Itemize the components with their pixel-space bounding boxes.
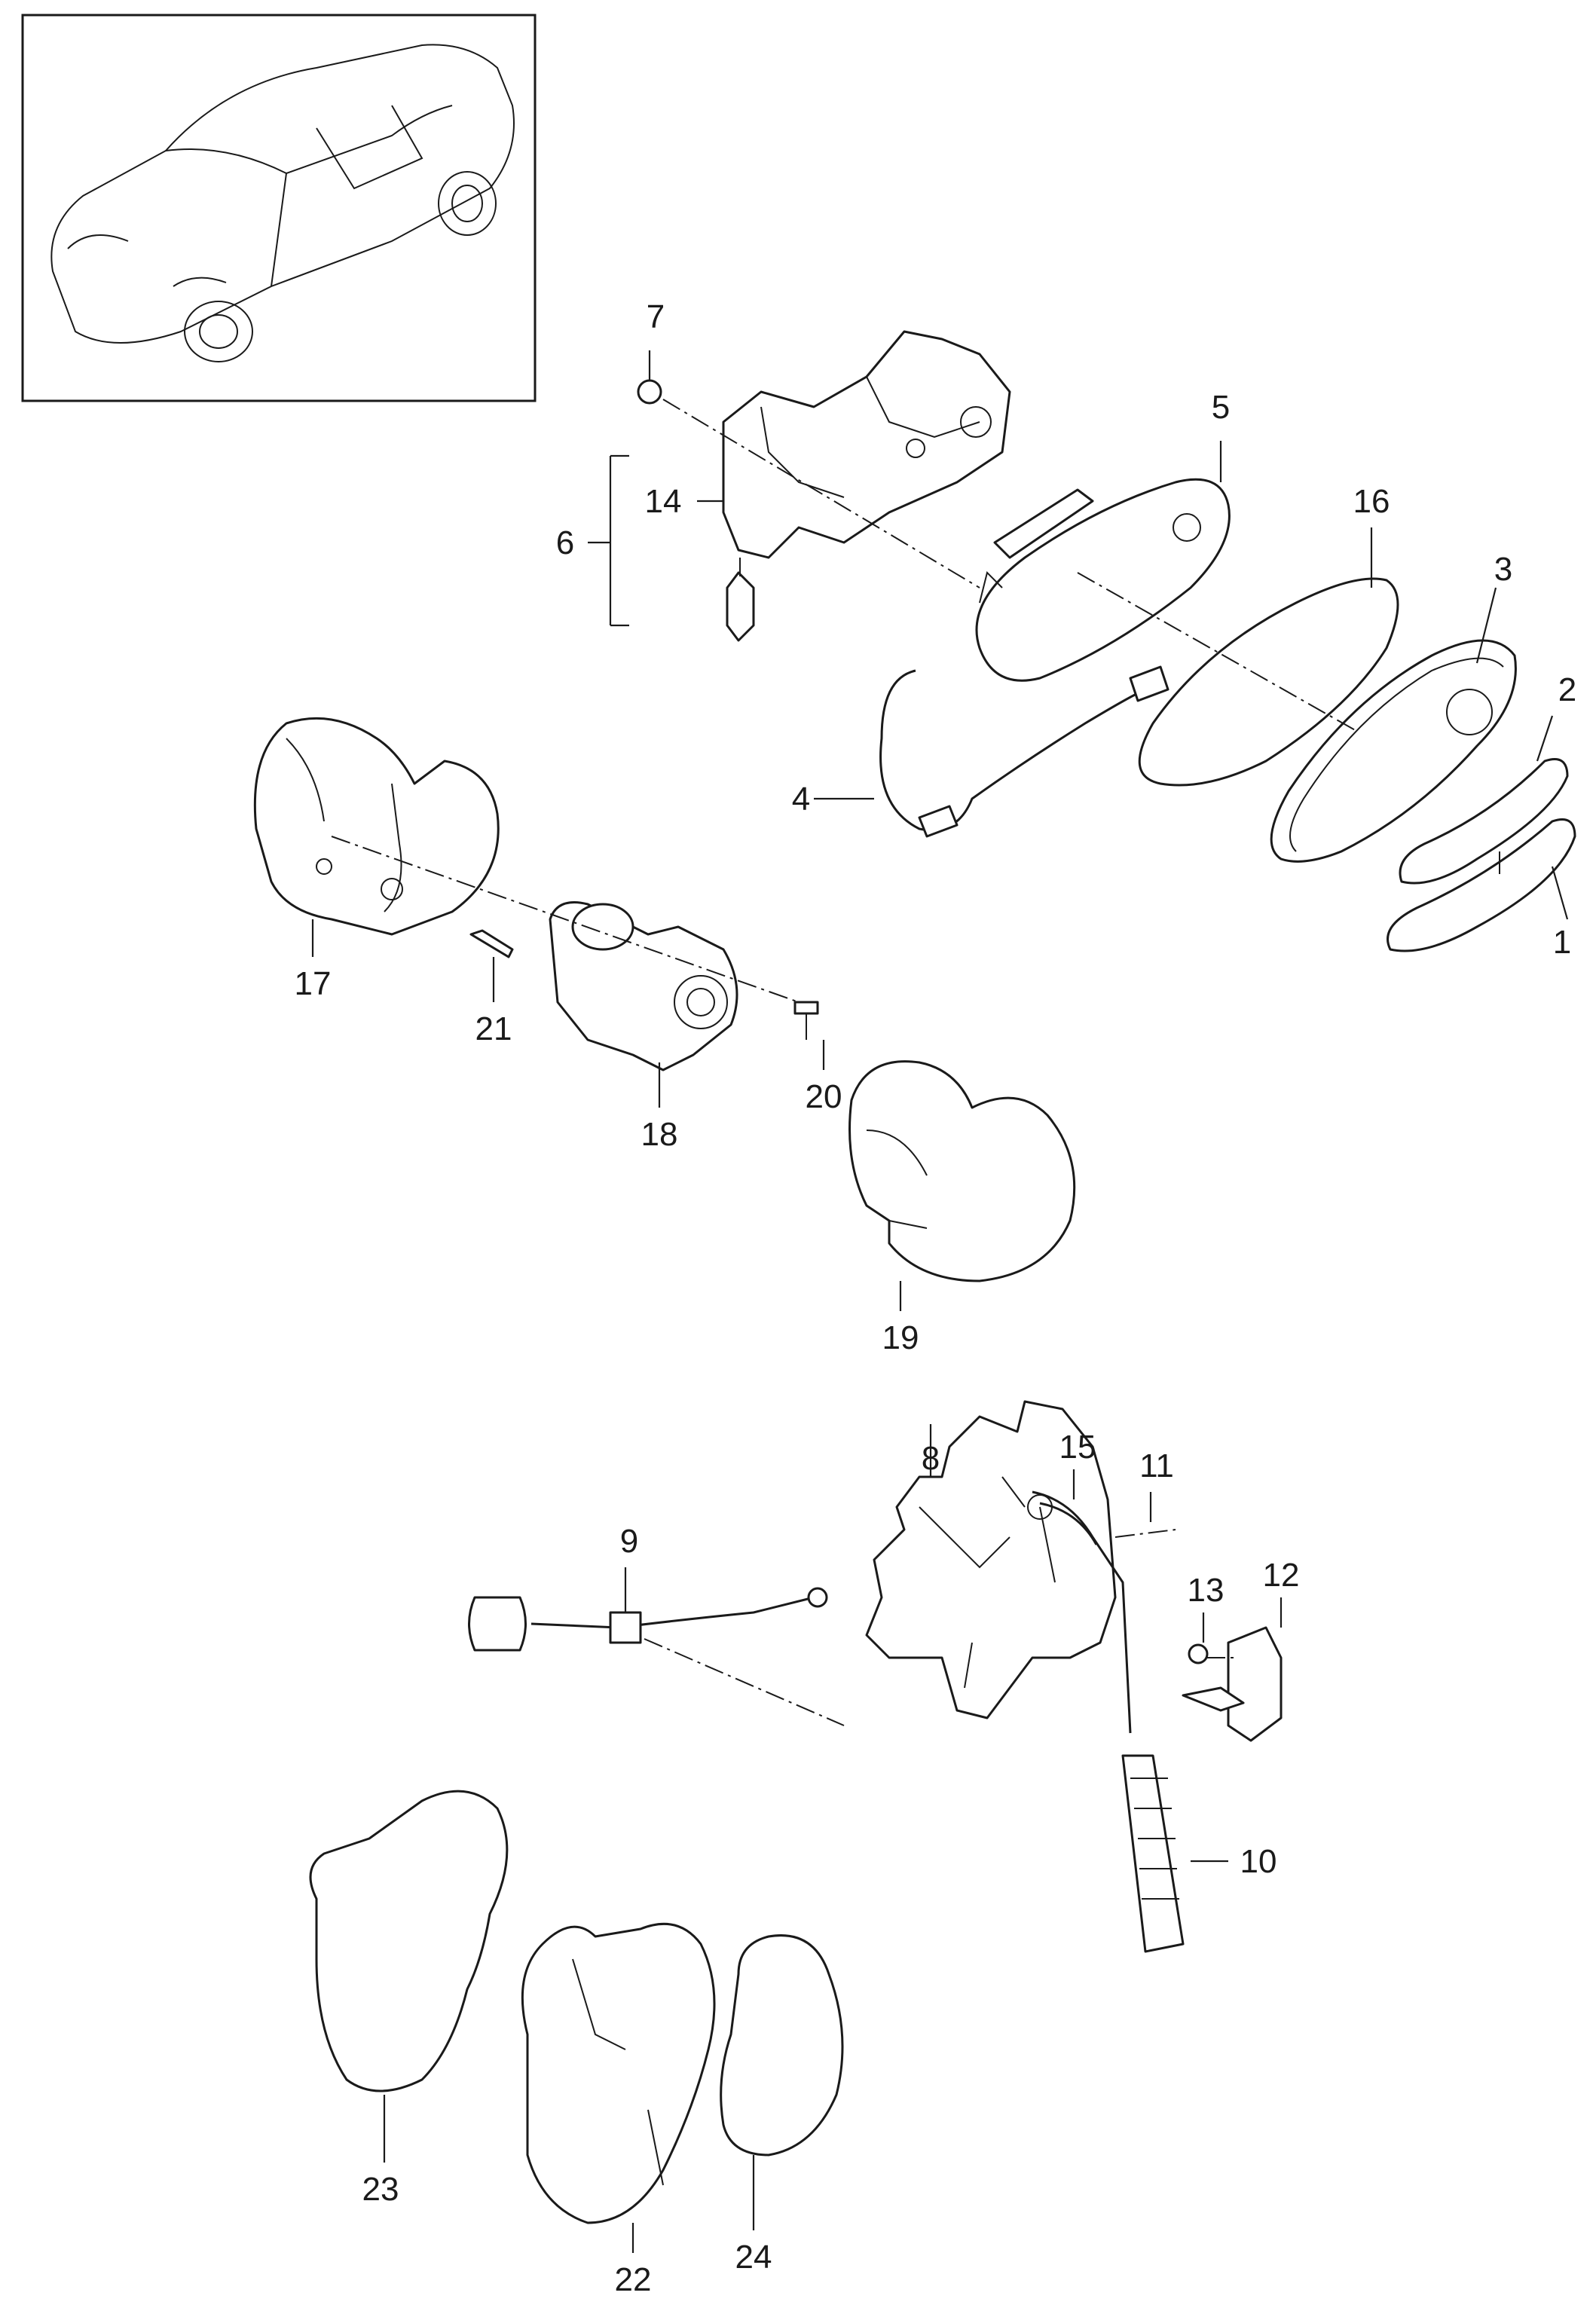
handle-trim — [1387, 758, 1576, 952]
window-motor — [549, 901, 738, 1071]
leader-lines — [311, 350, 1569, 2253]
door-handle — [975, 478, 1231, 682]
callout-13: 13 — [1188, 1572, 1225, 1609]
callout-2: 2 — [1558, 671, 1576, 708]
callout-21: 21 — [475, 1010, 512, 1047]
handle-cable — [879, 665, 1169, 838]
callout-9: 9 — [620, 1523, 638, 1560]
callout-18: 18 — [641, 1116, 678, 1153]
callout-8: 8 — [922, 1440, 940, 1477]
callout-labels: 1 2 3 4 5 6 7 8 9 10 11 12 13 14 15 16 1… — [295, 298, 1577, 2298]
callout-17: 17 — [295, 965, 332, 1002]
handle-gasket — [1138, 577, 1399, 787]
lower-covers — [309, 1790, 844, 2224]
mesh-plate — [1121, 1754, 1185, 1953]
callout-15: 15 — [1059, 1429, 1096, 1466]
interior-cable — [468, 1587, 828, 1652]
callout-20: 20 — [806, 1078, 842, 1115]
callout-23: 23 — [362, 2171, 399, 2208]
callout-10: 10 — [1240, 1843, 1277, 1880]
callout-6: 6 — [556, 524, 574, 561]
callout-16: 16 — [1353, 483, 1390, 520]
callout-5: 5 — [1212, 389, 1230, 426]
screw-set — [469, 929, 819, 1040]
callout-19: 19 — [882, 1319, 919, 1356]
handle-cover — [1270, 639, 1517, 863]
door-striker — [1182, 1626, 1283, 1742]
lock-housing — [865, 1400, 1117, 1719]
callout-7: 7 — [647, 298, 665, 335]
callout-12: 12 — [1263, 1557, 1300, 1594]
callout-1: 1 — [1553, 924, 1571, 961]
callout-4: 4 — [792, 781, 810, 818]
seal-strip — [1032, 1490, 1132, 1734]
callout-22: 22 — [615, 2261, 652, 2298]
callout-11: 11 — [1139, 1447, 1174, 1484]
callout-24: 24 — [735, 2239, 772, 2276]
callout-3: 3 — [1494, 551, 1512, 588]
motor-cover — [253, 717, 500, 936]
callout-14: 14 — [645, 483, 682, 520]
assembly-lines — [331, 399, 1357, 1726]
door-lock-assembly — [637, 330, 1011, 642]
vehicle-thumbnail — [21, 14, 537, 402]
sound-insulation-cover — [848, 1060, 1076, 1282]
